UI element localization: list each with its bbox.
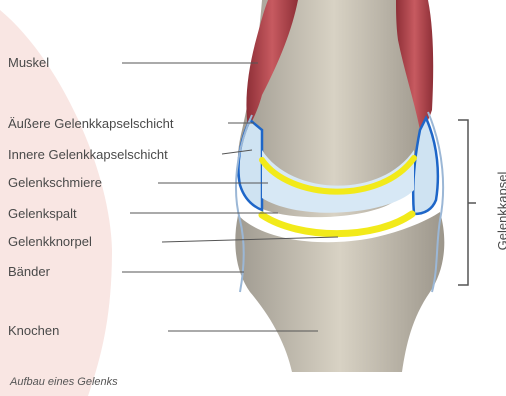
label-gelenkschmiere: Gelenkschmiere [8,175,102,190]
cartilage-lower [262,214,412,234]
label-gelenkknorpel: Gelenkknorpel [8,234,92,249]
label-muskel: Muskel [8,55,49,70]
label-knochen: Knochen [8,323,59,338]
caption: Aufbau eines Gelenks [10,376,118,388]
label-gelenkspalt: Gelenkspalt [8,206,77,221]
capsule-bracket [458,120,476,285]
label-gelenkkapsel: Gelenkkapsel [495,171,506,251]
label-aeussere-gelenkkapselschicht: Äußere Gelenkkapselschicht [8,116,173,131]
label-innere-gelenkkapselschicht: Innere Gelenkkapselschicht [8,147,168,162]
label-baender: Bänder [8,264,50,279]
